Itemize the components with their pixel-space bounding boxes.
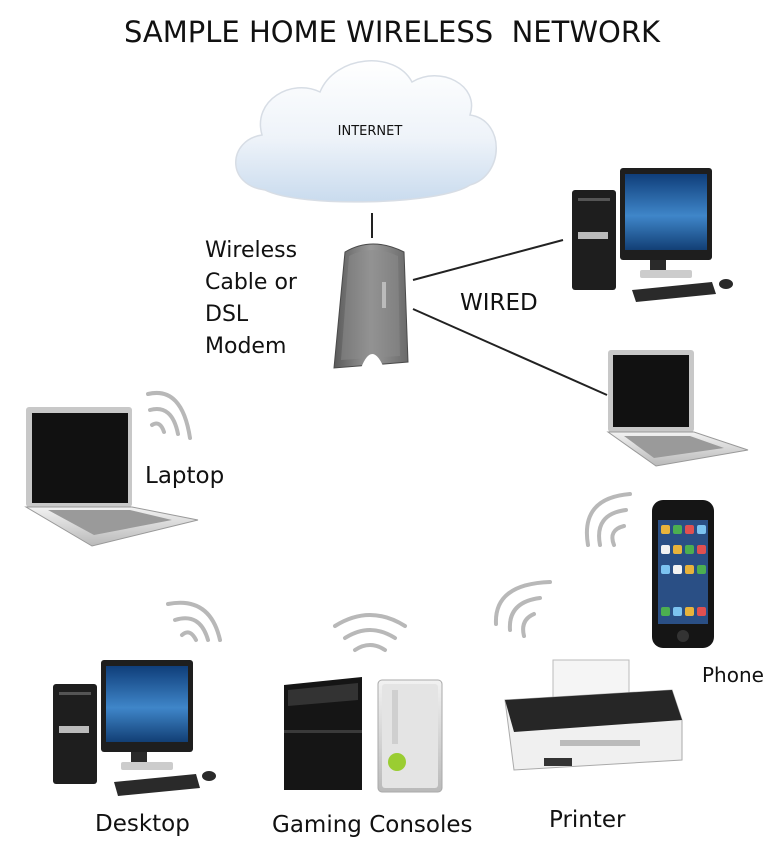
modem-label: Wireless Cable or DSL Modem <box>205 238 304 359</box>
wired-desktop-icon <box>572 168 733 302</box>
phone-label: Phone <box>702 663 764 687</box>
cable-modem-desktop <box>412 239 564 281</box>
phone-icon <box>652 500 714 648</box>
printer-icon <box>504 659 683 771</box>
gaming-wifi-icon <box>333 613 407 652</box>
laptop-wifi-icon <box>146 390 192 440</box>
cloud-label: INTERNET <box>338 124 403 139</box>
internet-cloud: INTERNET <box>235 60 497 203</box>
printer-wifi-icon <box>493 580 552 638</box>
cables <box>371 213 608 396</box>
gaming-consoles-icon <box>284 677 443 793</box>
desktop-icon <box>53 660 216 796</box>
diagram-title: SAMPLE HOME WIRELESS NETWORK <box>124 15 661 49</box>
modem-label-line-3: DSL <box>205 302 249 327</box>
printer-label: Printer <box>549 807 626 833</box>
modem-label-line-4: Modem <box>205 334 286 359</box>
modem-icon <box>333 243 409 369</box>
desktop-wifi-icon <box>166 600 222 642</box>
modem-label-line-1: Wireless <box>205 238 297 263</box>
modem-label-line-2: Cable or <box>205 270 298 295</box>
laptop-icon <box>24 407 199 547</box>
laptop-label: Laptop <box>145 463 224 489</box>
wired-label: WIRED <box>460 290 538 316</box>
wired-laptop-icon <box>606 350 749 467</box>
phone-wifi-icon <box>584 492 632 547</box>
desktop-label: Desktop <box>95 811 190 837</box>
cable-modem-laptop <box>412 308 608 396</box>
gaming-consoles-label: Gaming Consoles <box>272 812 473 838</box>
